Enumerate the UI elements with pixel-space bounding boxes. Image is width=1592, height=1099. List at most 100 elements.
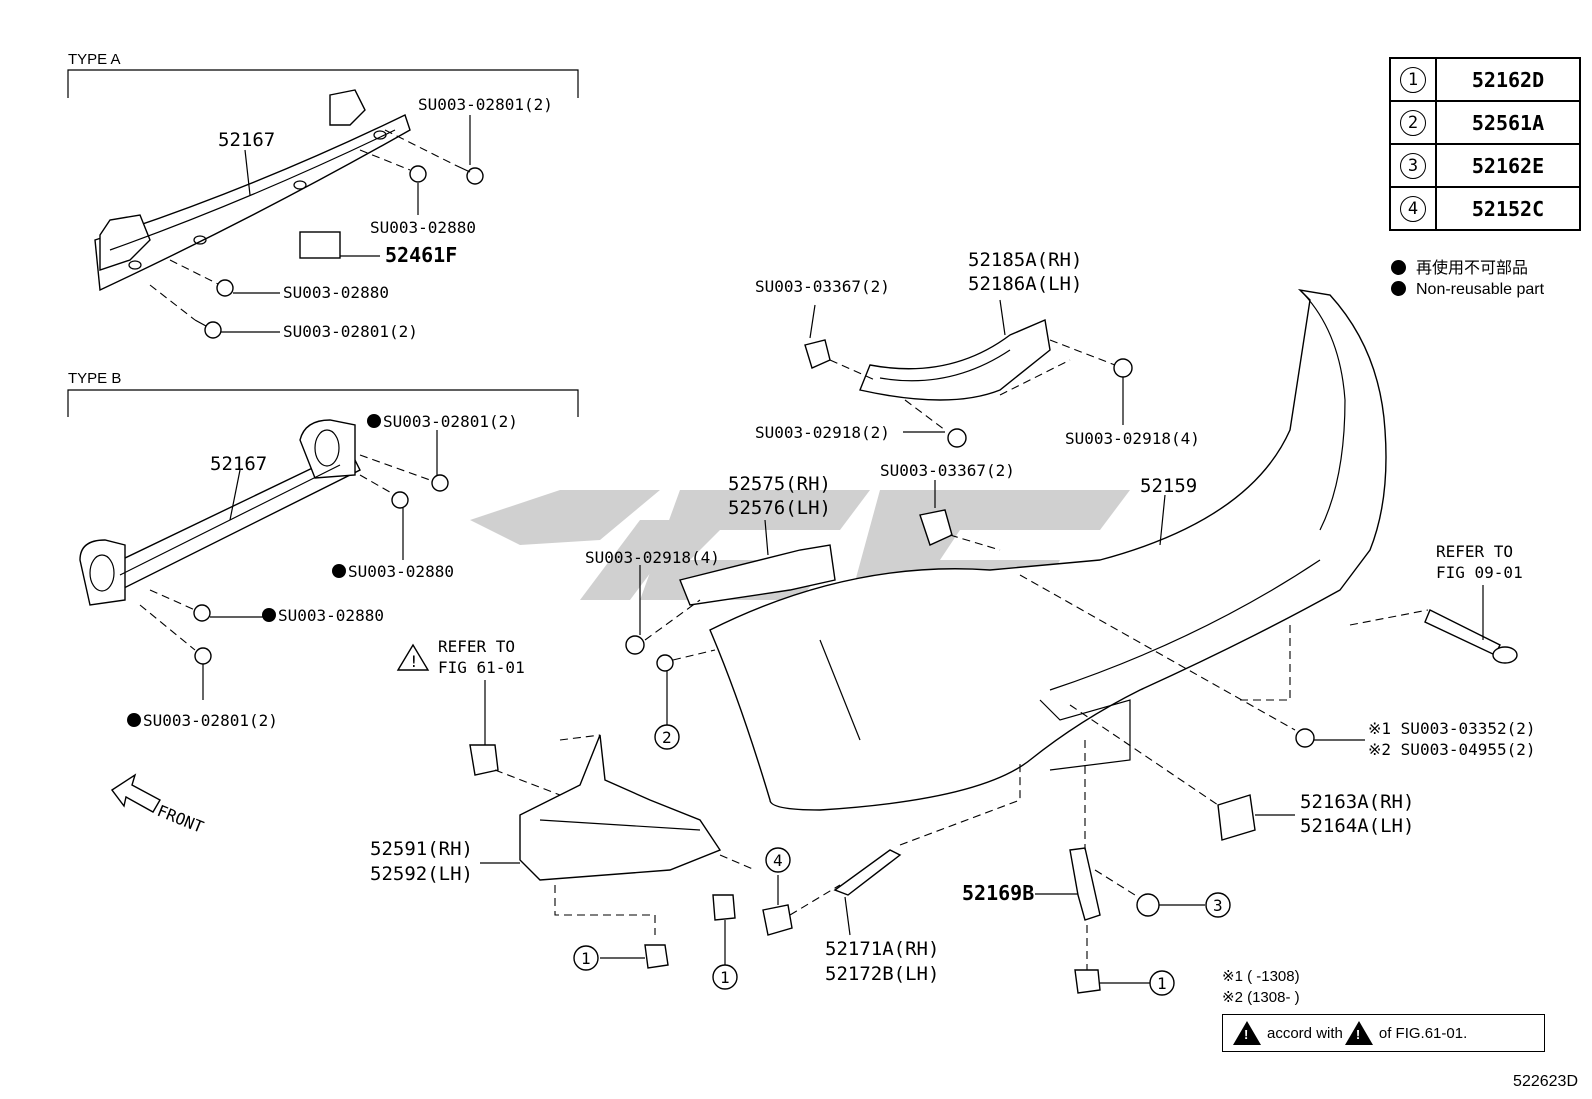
legend-en: Non-reusable part: [1391, 281, 1544, 299]
clip-callout-4: [762, 904, 793, 936]
accord-note: accord with of FIG.61-01.: [1222, 1014, 1545, 1052]
row-number: 3: [1400, 153, 1426, 179]
svg-text:2: 2: [662, 728, 672, 747]
clip-callout-3: [1136, 893, 1160, 917]
label-52164a: 52164A(LH): [1300, 815, 1414, 837]
clip-callout-1-c: [1074, 969, 1101, 994]
nut-a2: [216, 279, 234, 297]
type-b-label: TYPE B: [68, 370, 121, 387]
front-label: FRONT: [155, 801, 207, 837]
callout-circle-1b: 1: [712, 964, 738, 990]
bolt-a1: [454, 164, 484, 185]
label-b-su-02801-top: SU003-02801(2): [383, 412, 518, 431]
bracket-52169b: [1069, 847, 1101, 921]
diagram-code: 522623D: [1513, 1073, 1578, 1090]
label-su-02918-4-right: SU003-02918(4): [1065, 429, 1200, 448]
label-52576: 52576(LH): [728, 497, 831, 519]
table-row: 4 52152C: [1389, 186, 1581, 231]
svg-text:1: 1: [720, 968, 730, 987]
label-refer-61-b: FIG 61-01: [438, 658, 525, 677]
reflector-52163a: [1217, 794, 1256, 841]
label-su-03352: ※1 SU003-03352(2): [1368, 719, 1536, 738]
clip-su-03367-mid: [919, 509, 953, 546]
label-a-su-02801-low: SU003-02801(2): [283, 322, 418, 341]
type-a-bracket: [67, 69, 579, 98]
type-a-label: TYPE A: [68, 51, 121, 68]
nonreusable-dot: [332, 564, 346, 578]
nonreusable-dot: [262, 608, 276, 622]
label-52159: 52159: [1140, 475, 1197, 497]
label-b-su-02880-mid: SU003-02880: [348, 562, 454, 581]
label-b-su-02801-low: SU003-02801(2): [143, 711, 278, 730]
screw-su-02918-2: [947, 428, 967, 448]
bolt-a2: [194, 319, 222, 339]
row-code: 52152C: [1435, 186, 1581, 231]
bracket-52591: [519, 734, 722, 881]
label-b-su-02880-low: SU003-02880: [278, 606, 384, 625]
note-1: ※1 ( -1308): [1222, 968, 1300, 985]
row-number: 4: [1400, 196, 1426, 222]
warning-triangle-icon: !: [396, 643, 430, 671]
warning-triangle-icon: [1233, 1021, 1261, 1045]
hitch-bar: [1424, 609, 1518, 664]
clip-callout-2: [656, 654, 674, 672]
label-52186a: 52186A(LH): [968, 273, 1082, 295]
label-52163a: 52163A(RH): [1300, 791, 1414, 813]
callout-circle-2: 2: [654, 724, 680, 750]
row-number: 2: [1400, 110, 1426, 136]
label-su-02918-2: SU003-02918(2): [755, 423, 890, 442]
reinforcement-type-b: [79, 419, 361, 606]
table-row: 2 52561A: [1389, 100, 1581, 145]
nut-b1: [391, 491, 409, 509]
label-52575: 52575(RH): [728, 473, 831, 495]
label-su-03367-top: SU003-03367(2): [755, 277, 890, 296]
type-b-bracket: [67, 389, 579, 417]
label-su-04955: ※2 SU003-04955(2): [1368, 740, 1536, 759]
nut-a1: [409, 165, 427, 183]
label-b-52167: 52167: [210, 453, 267, 475]
row-number: 1: [1400, 67, 1426, 93]
bracket-52575: [679, 544, 836, 606]
label-a-su-02880-low: SU003-02880: [283, 283, 389, 302]
clip-callout-1-a: [644, 944, 669, 969]
label-a-52167: 52167: [218, 129, 275, 151]
label-a-52461f: 52461F: [385, 243, 457, 267]
screw-su-02918-4-left: [625, 635, 645, 655]
nonreusable-dot: [367, 414, 381, 428]
label-52592: 52592(LH): [370, 863, 473, 885]
svg-text:1: 1: [581, 949, 591, 968]
warning-triangle-icon: [1344, 1021, 1373, 1045]
row-code: 52561A: [1435, 100, 1581, 145]
label-a-su-02880-mid: SU003-02880: [370, 218, 476, 237]
table-row: 3 52162E: [1389, 143, 1581, 188]
reinforcement-type-a: [94, 89, 411, 292]
nonreusable-dot: [127, 713, 141, 727]
legend-jp: 再使用不可部品: [1391, 254, 1528, 278]
callout-circle-1c: 1: [1149, 970, 1175, 996]
clip-refer-61: [469, 744, 499, 776]
label-su-02918-4-left: SU003-02918(4): [585, 548, 720, 567]
clip-callout-1-b: [712, 894, 736, 921]
bracket-52185a: [859, 319, 1051, 401]
front-arrow-icon: [110, 773, 161, 813]
label-52171a: 52171A(RH): [825, 938, 939, 960]
bumper-cover-52159: [709, 288, 1387, 811]
svg-text:4: 4: [773, 851, 783, 870]
label-52185a: 52185A(RH): [968, 249, 1082, 271]
label-su-03367-mid: SU003-03367(2): [880, 461, 1015, 480]
label-refer-09-a: REFER TO: [1436, 542, 1513, 561]
label-a-su-02801-top: SU003-02801(2): [418, 95, 553, 114]
pad-52461f: [299, 231, 341, 259]
row-code: 52162E: [1435, 143, 1581, 188]
bolt-su-03352: [1295, 728, 1315, 748]
row-code: 52162D: [1435, 57, 1581, 102]
label-refer-61-a: REFER TO: [438, 637, 515, 656]
bolt-b2: [194, 647, 212, 665]
label-52169b: 52169B: [962, 881, 1034, 905]
callout-circle-3: 3: [1205, 892, 1231, 918]
bolt-b1: [431, 474, 449, 492]
label-refer-09-b: FIG 09-01: [1436, 563, 1523, 582]
clip-su-03367-top: [804, 339, 831, 369]
reference-table: 1 52162D 2 52561A 3 52162E 4 52152C: [1389, 57, 1581, 231]
